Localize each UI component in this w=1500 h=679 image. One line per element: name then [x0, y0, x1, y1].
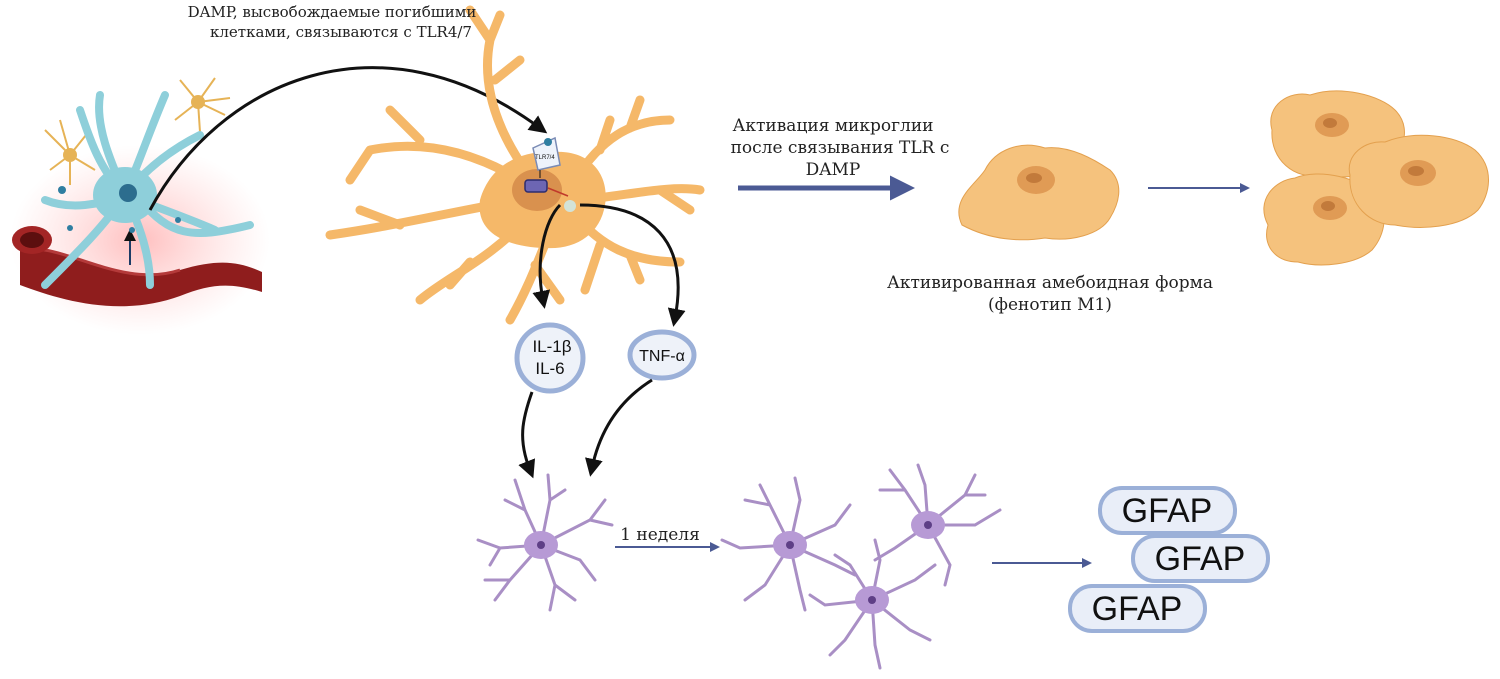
cytokine-il-1b: IL-1β [532, 337, 571, 356]
activation-text-2: после связывания TLR с [731, 138, 950, 158]
amoeboid-cluster [1263, 90, 1489, 266]
activation-text-3: DAMP [806, 160, 861, 180]
neuron-cell [41, 91, 254, 289]
tlr-receptor: TLR7/4 [532, 136, 561, 171]
damp-text-2: клетками, связываются с TLR4/7 [210, 23, 472, 41]
amoeboid-cell [958, 144, 1120, 241]
neuron-vessel-scene [10, 77, 270, 335]
microglia-cell: TLR7/4 [325, 5, 705, 325]
gfap-label-3: GFAP [1092, 590, 1183, 628]
signal-complex [524, 179, 548, 193]
cytokine-tnf-label: TNF-α [639, 348, 685, 365]
activation-text-1: Активация микроглии [733, 116, 934, 136]
arrow-tnf-to-astro [585, 378, 653, 477]
gfap-marker-1: GFAP [1098, 486, 1237, 535]
damp-arrow [148, 66, 548, 211]
astrocyte-cluster [720, 463, 1002, 670]
amoeboid-text-2: (фенотип М1) [988, 295, 1112, 315]
tlr-receptor-label: TLR7/4 [535, 155, 555, 161]
arrow-to-tnf [579, 203, 686, 327]
gfap-marker-3: GFAP [1068, 584, 1207, 633]
gfap-marker-2: GFAP [1131, 534, 1270, 583]
glia-star-right [174, 77, 231, 133]
gfap-label-1: GFAP [1122, 492, 1213, 530]
week-label: 1 неделя [620, 525, 700, 545]
arrow-to-il [532, 203, 562, 309]
gfap-label-2: GFAP [1155, 540, 1246, 578]
glia-star-left [44, 119, 96, 185]
blood-vessel [12, 226, 262, 307]
cytokine-il-6: IL-6 [535, 359, 564, 378]
damp-text-1: DAMP, высвобождаемые погибшими [188, 3, 477, 21]
cytokine-tnf: TNF-α [627, 329, 697, 381]
arrow-il-to-astro [518, 391, 536, 479]
cytokine-il: IL-1β IL-6 [514, 322, 586, 394]
amoeboid-text-1: Активированная амебоидная форма [887, 273, 1213, 293]
astrocyte-single [476, 473, 614, 612]
